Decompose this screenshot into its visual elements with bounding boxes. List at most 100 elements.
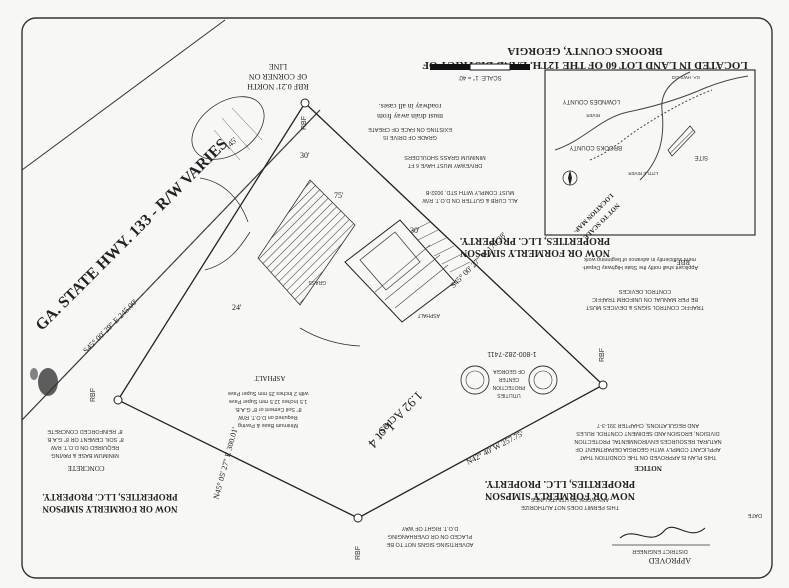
applicant-note: Applicant shall notify the State Highway… (582, 256, 698, 270)
rbf-note-line1: RBF 0.21' NORTH (247, 82, 309, 91)
approval-engineer: DISTRICT ENGINEER (632, 548, 688, 554)
concrete-tag: CONCRETE (68, 464, 105, 472)
traffic-line2: BE PER MANUAL ON UNIFORM TRAFFIC (592, 296, 698, 302)
ink-stain (38, 368, 58, 396)
advert-note: ADVERTISING SIGNS NOT TO BE PLACED ON OR… (386, 525, 473, 547)
rbf-label-right: RBF (599, 348, 606, 362)
location-title-line2: BROOKS COUNTY, GEORGIA (507, 45, 662, 57)
rbf-note-line3: LINE (269, 62, 287, 71)
curb-note: ALL CURB & GUTTER ON D.O.T. R/W MUST COM… (422, 189, 518, 203)
bearing-bottom-left: N45° 05' 27" E 300.01' (212, 426, 240, 500)
rbf-marker-right (598, 380, 608, 390)
bearing-bottom: N42° 40' W 257.75' (465, 429, 525, 467)
utilities-logos: UTILITIES PROTECTION CENTER OF GEORGIA 1… (460, 350, 558, 398)
owner-right-line1: NOW OR FORMERLY SIMPSON (459, 247, 610, 258)
approval-stamp: APPROVED DISTRICT ENGINEER DATE (612, 512, 762, 565)
rbf-markers: RBF RBF RBF RBF RBF (90, 98, 690, 560)
asphalt-label: ASPHALT (418, 312, 440, 318)
dim-75: 75' (334, 191, 344, 200)
paving-line2: Required on D.O.T. R/W (238, 414, 298, 420)
advert-line2: PLACED ON OR OVERHANGING (388, 533, 472, 539)
bearing-left: S45° 00' 29" E 245.00' (81, 297, 139, 355)
north-arrow-needle-icon (568, 170, 572, 186)
dim-24: 24' (232, 303, 242, 312)
grade-line1: GRADE OF DRIVE IS (383, 134, 437, 140)
river-line (554, 75, 749, 151)
traffic-note: TRAFFIC CONTROL SIGNS & DEVICES MUST BE … (585, 288, 704, 310)
notice-line5: AND REGULATIONS, CHAPTER 391-3-7 (597, 422, 699, 428)
paving-line3: 8" Soil Cement or 8" G.A.B. (234, 406, 302, 412)
highway-line (639, 71, 691, 181)
grade-note: GRADE OF DRIVE IS EXISTING ON FACE OF CR… (368, 102, 452, 140)
concrete-note: MINIMUM BASE & PAVING REQUIRED ON D.O.T.… (46, 428, 124, 458)
utilities-text-line1: UTILITIES (497, 392, 521, 398)
approval-label: APPROVED (649, 556, 691, 565)
permit-line2: ANY WORK TO UTILITY LINES (531, 496, 609, 502)
scale-bar: SCALE: 1" = 40' (430, 63, 530, 80)
county-line (589, 89, 713, 161)
handwritten-scribble (213, 107, 263, 161)
dim-30-b: 30' (410, 226, 420, 235)
traffic-line3: CONTROL DEVICES (618, 288, 671, 294)
vicinity-river: RIVER (585, 113, 600, 118)
notice-line1: THIS PLAN IS APPROVED ON THE CONDITION T… (579, 454, 717, 460)
driveway-line1: DRIVEWAY MUST HAVE 6 FT (407, 162, 482, 168)
paving-line5: with 2 Inches 25 mm Super Pave (228, 390, 310, 396)
paving-line1: Minimum Base & Paving (238, 422, 298, 428)
handwritten-circle (191, 96, 265, 160)
notice-title: NOTICE (634, 464, 662, 472)
applicant-line1: Applicant shall notify the State Highway… (582, 264, 698, 270)
ink-stain-small (30, 368, 38, 380)
rbf-marker-left (113, 395, 123, 405)
site-location-marker (667, 125, 696, 157)
traffic-line1: TRAFFIC CONTROL SIGNS & DEVICES MUST (585, 304, 704, 310)
approval-date: DATE (747, 512, 762, 518)
vicinity-brooks: BROOKS COUNTY (569, 144, 622, 150)
grade-line2: EXISTING ON FACE OF CREATE (368, 126, 452, 132)
driveway-line2: MINIMUM GRASS SHOULDERS (404, 154, 486, 160)
applicant-line2: ment sufficiently in advance of beginnin… (584, 256, 696, 262)
vicinity-road: GA. HWY 133 (671, 75, 700, 80)
curb-line2: MUST COMPLY WITH STD. 9032-B (425, 189, 514, 195)
rbf-note: RBF 0.21' NORTH OF CORNER ON LINE (247, 62, 309, 91)
grass-label: GRASS (308, 279, 326, 285)
utilities-phone: 1-800-282-7411 (487, 350, 536, 357)
notice-line2: APPLICANT COMPLY WITH GEORGIA DEPARTMENT… (575, 446, 721, 452)
utilities-text-line3: CENTER (498, 376, 519, 382)
building-footprint (344, 219, 456, 323)
vicinity-site: SITE (695, 154, 708, 160)
notice-block: NOTICE THIS PLAN IS APPROVED ON THE COND… (574, 422, 721, 472)
owner-left-line2: PROPERTIES, LLC. PROPERTY. (42, 492, 177, 502)
asphalt-tag: ASPHALT (254, 374, 286, 382)
rbf-label-bottom: RBF (355, 546, 362, 560)
driveway-curve-bottom (204, 231, 251, 271)
driveway-curve-lower (299, 327, 361, 347)
owner-bottom: NOW OR FORMERLY SIMPSON PROPERTIES, LLC.… (484, 478, 635, 501)
grade-line3: must drain away from (377, 112, 443, 121)
rbf-marker-top (300, 98, 310, 108)
vicinity-lowndes: LOWNDES COUNTY (563, 98, 620, 104)
curb-line1: ALL CURB & GUTTER ON D.O.T. R/W (422, 197, 518, 203)
parking-stalls (409, 221, 471, 273)
owner-right-line2: PROPERTIES, LLC. PROPERTY. (459, 235, 610, 246)
scale-bar-label: SCALE: 1" = 40' (458, 74, 501, 80)
rbf-label-top: RBF (301, 116, 308, 130)
hatched-area (257, 179, 356, 306)
concrete-line4: 8" REINFORCED CONCRETE (47, 428, 123, 434)
vicinity-map: LOWNDES COUNTY BROOKS COUNTY SITE RIVER … (544, 69, 756, 241)
highway-row-line-top (21, 19, 226, 171)
owner-bottom-line2: PROPERTIES, LLC. PROPERTY. (484, 478, 635, 489)
rbf-label-far-right: RBF (677, 258, 690, 266)
permit-line1: THIS PERMIT DOES NOT AUTHORIZE (521, 504, 619, 510)
concrete-line3: 8" SOIL CEMENT OR 8" G.A.B. (46, 436, 124, 442)
parcel-acres: 1.92 Acres (376, 388, 426, 438)
notice-line3: NATURAL RESOURCES ENVIRONMENTAL PROTECTI… (574, 438, 721, 444)
driveway-note: DRIVEWAY MUST HAVE 6 FT MINIMUM GRASS SH… (404, 154, 486, 168)
rbf-label-left: RBF (90, 388, 97, 402)
advert-line3: D.O.T. RIGHT OF WAY (401, 525, 458, 531)
rbf-note-line2: OF CORNER ON (249, 72, 307, 81)
paving-note: Minimum Base & Paving Required on D.O.T.… (228, 390, 310, 428)
approval-signature (619, 526, 706, 539)
utilities-logo-right (528, 365, 558, 395)
